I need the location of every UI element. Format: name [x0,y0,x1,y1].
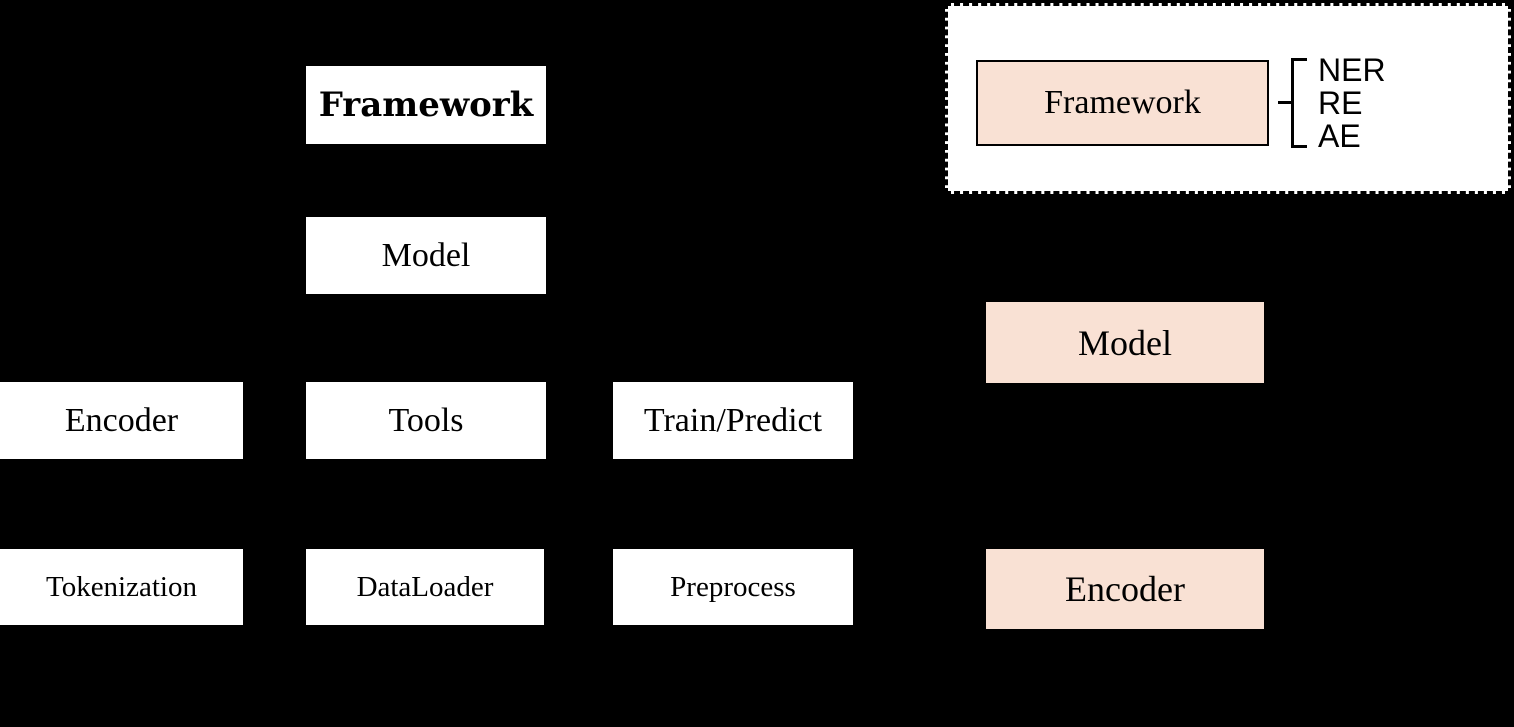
dataloader-box[interactable]: DataLoader [304,547,546,627]
task-item-ae: AE [1318,118,1361,154]
highlight-model-box[interactable]: Model [986,302,1264,383]
highlight-encoder-label: Encoder [1065,569,1185,609]
preprocess-box-label: Preprocess [670,570,796,603]
tokenization-box-label: Tokenization [46,570,197,603]
highlight-model-label: Model [1078,322,1172,363]
callout-framework-box[interactable]: Framework [976,60,1269,146]
tasks-bracket-icon [1278,58,1307,148]
encoder-box-label: Encoder [64,401,179,439]
train-predict-box[interactable]: Train/Predict [611,380,855,461]
framework-box-label: Framework [318,85,534,125]
task-list: NER RE AE [1318,54,1438,152]
task-item-ner: NER [1318,52,1386,88]
model-box[interactable]: Model [304,215,548,296]
train-predict-box-label: Train/Predict [643,401,823,439]
preprocess-box[interactable]: Preprocess [611,547,855,627]
framework-callout-panel: Framework NER RE AE [945,3,1511,194]
model-box-label: Model [381,236,471,274]
callout-framework-label: Framework [1044,84,1201,121]
highlight-encoder-box[interactable]: Encoder [986,549,1264,629]
dataloader-box-label: DataLoader [356,570,494,603]
tools-box[interactable]: Tools [304,380,548,461]
framework-box[interactable]: Framework [304,64,548,146]
task-item-re: RE [1318,85,1363,121]
tokenization-box[interactable]: Tokenization [0,547,245,627]
tools-box-label: Tools [388,401,464,439]
encoder-box[interactable]: Encoder [0,380,245,461]
